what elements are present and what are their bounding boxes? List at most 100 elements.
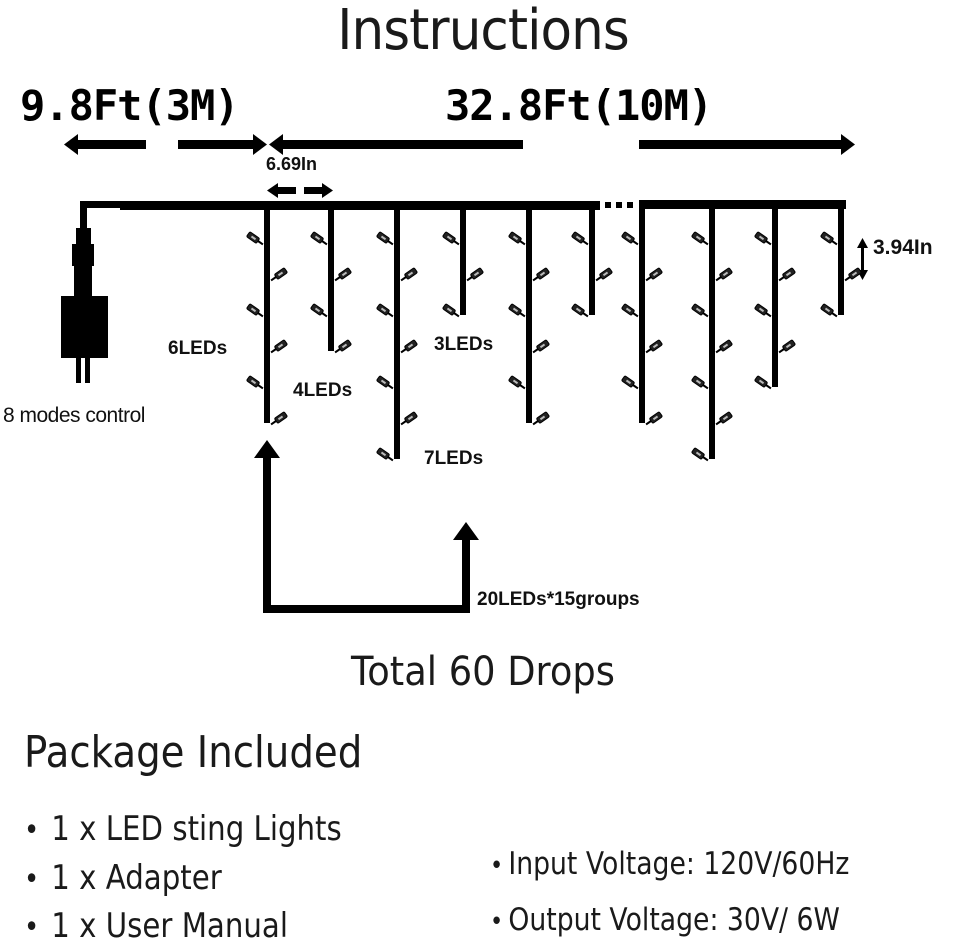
group-bracket-right xyxy=(462,536,470,613)
led-bulb-icon xyxy=(754,231,772,246)
led-bulb-icon xyxy=(571,231,589,246)
led-bulb-icon xyxy=(715,339,733,354)
drop-wire xyxy=(460,205,466,315)
led-drop xyxy=(820,205,862,318)
bullet-icon: • xyxy=(490,907,504,937)
led-bulb-icon xyxy=(621,231,639,246)
bullet-icon: • xyxy=(24,862,40,897)
led-bulb-icon xyxy=(270,339,288,354)
total-drops-label: Total 60 Drops xyxy=(351,649,615,695)
bullet-icon: • xyxy=(490,851,504,881)
group-label: 20LEDs*15groups xyxy=(477,589,640,610)
plug-controller-icon xyxy=(61,228,108,383)
led-bulb-icon xyxy=(246,303,264,318)
package-item-text: 1 x User Manual xyxy=(51,906,288,946)
led-bulb-icon xyxy=(376,303,394,318)
bullet-icon: • xyxy=(24,910,40,945)
drop-wire xyxy=(328,205,334,351)
spacing-arrow-right-head xyxy=(322,183,333,198)
led-drop xyxy=(621,205,663,426)
led-bulb-icon xyxy=(715,411,733,426)
package-title: Package Included xyxy=(24,727,363,778)
led-bulb-icon xyxy=(691,375,709,390)
led-bulb-icon xyxy=(532,339,550,354)
led-spacing-arrow-top xyxy=(857,238,868,248)
string-arrow-right-shaft xyxy=(639,140,845,149)
led-bulb-icon xyxy=(532,411,550,426)
package-item: • 1 x User Manual xyxy=(24,903,288,951)
led-bulb-icon xyxy=(715,267,733,282)
spacing-arrow-right-shaft xyxy=(304,187,324,194)
group-bracket-bottom xyxy=(263,605,470,613)
group-bracket xyxy=(254,440,479,613)
led-bulb-icon xyxy=(376,375,394,390)
lead-arrow-right-head xyxy=(253,134,267,155)
led-drop xyxy=(571,205,613,318)
drop-wire xyxy=(264,205,270,423)
led-bulb-icon xyxy=(645,267,663,282)
drop-label-7leds: 7LEDs xyxy=(424,448,484,469)
spec-text: Output Voltage: 30V/ 6W xyxy=(508,902,840,938)
led-drop xyxy=(691,205,733,462)
group-bracket-left xyxy=(263,455,271,612)
led-drop xyxy=(508,205,550,426)
led-bulb-icon xyxy=(466,267,484,282)
drop-spacing-label: 6.69In xyxy=(266,154,318,174)
led-bulb-icon xyxy=(270,267,288,282)
led-drop xyxy=(376,205,418,462)
led-bulb-icon xyxy=(645,339,663,354)
led-bulb-icon xyxy=(691,231,709,246)
led-bulb-icon xyxy=(754,375,772,390)
led-bulb-icon xyxy=(508,303,526,318)
group-bracket-left-head xyxy=(254,440,280,458)
led-bulb-icon xyxy=(334,267,352,282)
led-bulb-icon xyxy=(844,267,862,282)
led-bulb-icon xyxy=(246,375,264,390)
drop-wire xyxy=(772,205,778,387)
led-bulb-icon xyxy=(442,231,460,246)
led-bulb-icon xyxy=(334,339,352,354)
led-bulb-icon xyxy=(376,447,394,462)
led-bulb-icon xyxy=(310,303,328,318)
led-bulb-icon xyxy=(400,339,418,354)
lead-arrow-left-shaft xyxy=(74,140,146,149)
drop-label-6leds: 6LEDs xyxy=(168,338,228,359)
led-drops xyxy=(246,205,862,462)
spec-text: Input Voltage: 120V/60Hz xyxy=(508,846,850,882)
led-bulb-icon xyxy=(691,447,709,462)
drop-wire xyxy=(639,205,645,423)
drop-wire xyxy=(838,205,844,315)
led-bulb-icon xyxy=(246,231,264,246)
led-bulb-icon xyxy=(820,303,838,318)
wire-lead-thick xyxy=(120,201,600,210)
wire-lead-drop xyxy=(80,201,87,251)
wire-lead xyxy=(80,201,120,208)
string-arrow-right-head xyxy=(841,134,855,155)
spacing-arrow-left-shaft xyxy=(276,187,296,194)
led-drop xyxy=(310,205,352,354)
lead-arrow-left-head xyxy=(64,134,78,155)
dimension-arrows xyxy=(64,134,868,280)
package-item-text: 1 x LED sting Lights xyxy=(51,809,342,849)
string-arrow-left-head xyxy=(269,134,283,155)
led-bulb-icon xyxy=(645,411,663,426)
package-item: •1 x LED sting Lights xyxy=(24,806,342,854)
led-bulb-icon xyxy=(400,411,418,426)
led-spacing-arrow-shaft xyxy=(861,247,864,271)
control-label: 8 modes control xyxy=(3,404,145,427)
page-title: Instructions xyxy=(337,0,629,63)
package-item: •1 x Adapter xyxy=(24,855,222,903)
drop-wire xyxy=(526,205,532,423)
led-bulb-icon xyxy=(508,231,526,246)
wire-right-segment xyxy=(639,200,846,209)
led-bulb-icon xyxy=(754,303,772,318)
led-bulb-icon xyxy=(270,411,288,426)
spec-item-input-voltage: •Input Voltage: 120V/60Hz xyxy=(490,842,849,888)
drop-wire xyxy=(589,205,595,315)
lead-arrow-right-shaft xyxy=(178,140,258,149)
ellipsis-dot-3 xyxy=(627,202,633,208)
led-bulb-icon xyxy=(621,303,639,318)
led-bulb-icon xyxy=(400,267,418,282)
led-bulb-icon xyxy=(310,231,328,246)
led-bulb-icon xyxy=(376,231,394,246)
